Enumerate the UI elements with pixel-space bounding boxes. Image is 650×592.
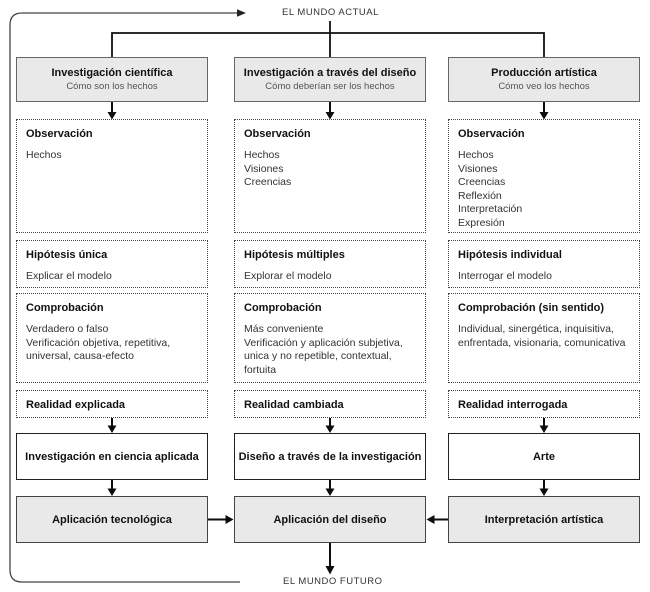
header-title: Investigación científica xyxy=(51,67,173,79)
box-observacion-col2: Observación Hechos Visiones Creencias xyxy=(234,119,426,233)
box-title: Realidad explicada xyxy=(26,399,126,411)
arrow-res-apl-col1-head-icon xyxy=(107,488,117,496)
box-comprobacion-col3: Comprobación (sin sentido) Individual, s… xyxy=(448,293,640,383)
box-realidad-col2: Realidad cambiada xyxy=(234,390,426,418)
feedback-loop-line xyxy=(9,12,240,583)
header-investigacion-cientifica: Investigación científica Cómo son los he… xyxy=(16,57,208,102)
label-el-mundo-futuro: EL MUNDO FUTURO xyxy=(283,576,383,587)
header-subtitle: Cómo veo los hechos xyxy=(498,81,590,92)
arrow-artistica-diseno-head-icon xyxy=(426,515,435,524)
box-title: Realidad cambiada xyxy=(244,399,344,411)
arrow-diseno-futuro-head-icon xyxy=(325,566,335,575)
box-comprobacion-col1: Comprobación Verdadero o falso Verificac… xyxy=(16,293,208,383)
box-title: Hipótesis individual xyxy=(458,249,562,261)
box-hipotesis-col1: Hipótesis única Explicar el modelo xyxy=(16,240,208,288)
box-aplicacion-diseno: Aplicación del diseño xyxy=(234,496,426,543)
box-hipotesis-col2: Hipótesis múltiples Explorar el modelo xyxy=(234,240,426,288)
arrow-real-res-col1-head-icon xyxy=(107,425,117,433)
header-title: Investigación a través del diseño xyxy=(243,67,417,79)
box-body: Hechos xyxy=(26,149,62,161)
box-diseno-investigacion: Diseño a través de la investigación xyxy=(234,433,426,480)
box-title: Observación xyxy=(458,128,525,140)
arrow-res-apl-col3-head-icon xyxy=(539,488,549,496)
box-body: Hechos Visiones Creencias xyxy=(244,149,292,188)
arrow-real-res-col2-head-icon xyxy=(325,425,335,433)
header-title: Producción artística xyxy=(491,67,597,79)
box-title: Realidad interrogada xyxy=(458,399,568,411)
box-realidad-col3: Realidad interrogada xyxy=(448,390,640,418)
box-title: Hipótesis múltiples xyxy=(244,249,345,261)
header-subtitle: Cómo deberían ser los hechos xyxy=(265,81,395,92)
arrow-header-obs-col1-head-icon xyxy=(107,112,117,120)
box-body: Individual, sinergética, inquisitiva, en… xyxy=(458,323,626,349)
box-body: Explorar el modelo xyxy=(244,270,332,282)
box-hipotesis-col3: Hipótesis individual Interrogar el model… xyxy=(448,240,640,288)
box-body: Verdadero o falso Verificación objetiva,… xyxy=(26,323,171,362)
arrow-header-obs-col3-head-icon xyxy=(539,112,549,120)
box-investigacion-ciencia-aplicada: Investigación en ciencia aplicada xyxy=(16,433,208,480)
box-title: Comprobación (sin sentido) xyxy=(458,302,605,314)
box-title: Comprobación xyxy=(26,302,104,314)
box-observacion-col3: Observación Hechos Visiones Creencias Re… xyxy=(448,119,640,233)
box-aplicacion-tecnologica: Aplicación tecnológica xyxy=(16,496,208,543)
box-body: Interrogar el modelo xyxy=(458,270,552,282)
arrow-header-obs-col2-head-icon xyxy=(325,112,335,120)
box-body: Explicar el modelo xyxy=(26,270,112,282)
box-title: Hipótesis única xyxy=(26,249,108,261)
box-observacion-col1: Observación Hechos xyxy=(16,119,208,233)
distribution-tree-line xyxy=(111,21,545,57)
box-title: Comprobación xyxy=(244,302,322,314)
box-realidad-col1: Realidad explicada xyxy=(16,390,208,418)
feedback-loop-arrowhead-icon xyxy=(237,9,246,17)
box-body: Más conveniente Verificación y aplicació… xyxy=(244,323,403,376)
label-el-mundo-actual: EL MUNDO ACTUAL xyxy=(282,7,379,18)
arrow-real-res-col3-head-icon xyxy=(539,425,549,433)
box-title: Observación xyxy=(26,128,93,140)
box-interpretacion-artistica: Interpretación artística xyxy=(448,496,640,543)
box-comprobacion-col2: Comprobación Más conveniente Verificació… xyxy=(234,293,426,383)
header-subtitle: Cómo son los hechos xyxy=(66,81,158,92)
box-body: Hechos Visiones Creencias Reflexión Inte… xyxy=(458,149,523,229)
box-arte: Arte xyxy=(448,433,640,480)
header-investigacion-diseno: Investigación a través del diseño Cómo d… xyxy=(234,57,426,102)
box-title: Observación xyxy=(244,128,311,140)
arrow-tecnologica-diseno-head-icon xyxy=(225,515,234,524)
arrow-res-apl-col2-head-icon xyxy=(325,488,335,496)
header-produccion-artistica: Producción artística Cómo veo los hechos xyxy=(448,57,640,102)
